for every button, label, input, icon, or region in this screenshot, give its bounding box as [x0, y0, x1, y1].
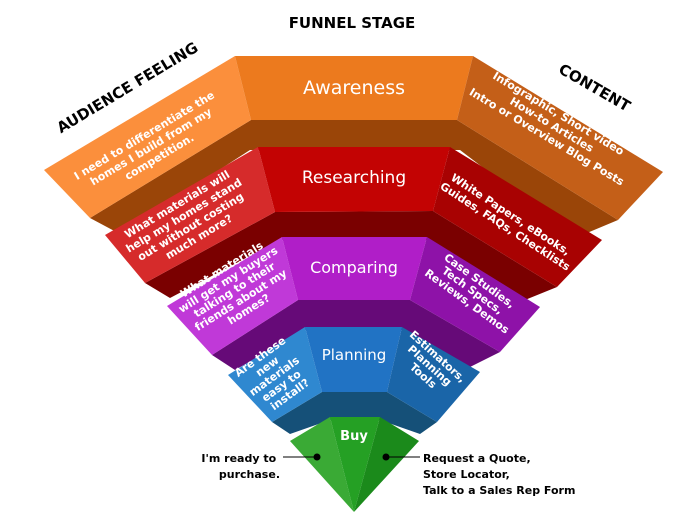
researching-right-panel — [433, 147, 602, 287]
buy-right-facet — [354, 417, 419, 512]
researching-depth — [145, 211, 557, 302]
planning-left-panel — [228, 327, 322, 422]
planning-front — [305, 327, 402, 392]
content-header: CONTENT — [556, 60, 635, 116]
awareness-right-panel — [457, 56, 663, 220]
stage-label-planning: Planning — [322, 346, 387, 364]
stage-planning: Planning Are these new materials easy to… — [228, 327, 480, 434]
stage-label-awareness: Awareness — [303, 77, 405, 99]
stage-buy: Buy I'm ready to purchase. Request a Quo… — [201, 417, 575, 512]
researching-front — [258, 147, 450, 212]
stage-label-buy: Buy — [340, 429, 368, 444]
planning-right-panel — [387, 327, 480, 422]
buy-left-facet — [290, 417, 354, 512]
planning-depth — [272, 392, 437, 434]
researching-left-panel — [105, 147, 275, 283]
comparing-depth — [212, 300, 500, 370]
awareness-left-panel — [44, 56, 251, 218]
awareness-depth — [90, 120, 618, 238]
comparing-left-panel — [167, 237, 298, 355]
buy-feeling: I'm ready to purchase. — [201, 452, 280, 481]
buy-feeling-dot — [313, 453, 321, 461]
buy-middle-facet — [330, 417, 380, 512]
comparing-right-panel — [410, 237, 540, 352]
comparing-front — [282, 237, 427, 300]
stage-awareness: Awareness I need to differentiate the ho… — [44, 56, 663, 238]
stage-label-comparing: Comparing — [310, 258, 398, 277]
buy-content: Request a Quote, Store Locator, Talk to … — [423, 452, 575, 497]
funnel-stage-header: FUNNEL STAGE — [289, 14, 416, 32]
buy-content-dot — [382, 453, 390, 461]
stage-researching: Researching What materials will help my … — [105, 147, 602, 302]
awareness-front — [235, 56, 473, 120]
stage-label-researching: Researching — [302, 168, 406, 188]
